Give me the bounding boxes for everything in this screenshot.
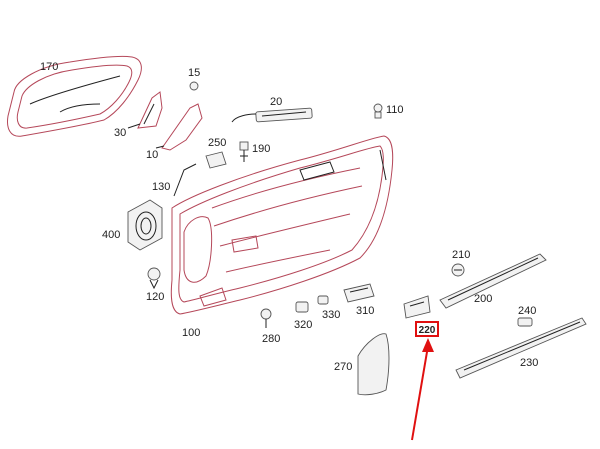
- part-20-label: 20: [270, 96, 282, 108]
- part-250-label: 250: [208, 137, 226, 149]
- part-310-switch[interactable]: [343, 283, 375, 303]
- part-280-label: 280: [262, 333, 280, 345]
- part-280-screw[interactable]: [260, 308, 272, 328]
- part-100-door-panel[interactable]: [170, 135, 394, 315]
- part-240-label: 240: [518, 305, 536, 317]
- highlight-arrow: [411, 338, 434, 441]
- part-120-clip[interactable]: [147, 267, 161, 290]
- part-220-label: 220: [419, 325, 436, 336]
- part-190-clip[interactable]: [239, 141, 249, 162]
- highlight-box-220[interactable]: 220: [415, 321, 439, 337]
- part-200-label: 200: [474, 293, 492, 305]
- part-200-trim-strip[interactable]: [439, 253, 547, 309]
- part-320-connector[interactable]: [295, 301, 309, 313]
- part-130-label: 130: [152, 181, 170, 193]
- part-400-label: 400: [102, 229, 120, 241]
- part-30-label: 30: [114, 127, 126, 139]
- part-230-lower-strip[interactable]: [455, 317, 587, 379]
- part-400-speaker[interactable]: [127, 199, 163, 251]
- part-10-trim-panel[interactable]: [155, 103, 203, 151]
- part-330-label: 330: [322, 309, 340, 321]
- part-210-label: 210: [452, 249, 470, 261]
- part-130-rod[interactable]: [173, 163, 197, 197]
- part-320-label: 320: [294, 319, 312, 331]
- part-170-label: 170: [40, 61, 58, 73]
- part-230-label: 230: [520, 357, 538, 369]
- part-10-label: 10: [146, 149, 158, 161]
- part-270-cover[interactable]: [357, 333, 390, 396]
- part-170-seal[interactable]: [7, 55, 142, 137]
- part-210-cap[interactable]: [451, 263, 465, 277]
- part-240-clip[interactable]: [517, 317, 533, 327]
- part-30-mirror-cover[interactable]: [127, 91, 163, 129]
- part-220-switch[interactable]: [403, 295, 431, 319]
- part-15-clip[interactable]: [189, 81, 199, 91]
- part-310-label: 310: [356, 305, 374, 317]
- part-190-label: 190: [252, 143, 270, 155]
- part-110-plug[interactable]: [373, 103, 383, 119]
- part-20-emblem[interactable]: [231, 107, 313, 123]
- part-270-label: 270: [334, 361, 352, 373]
- part-15-label: 15: [188, 67, 200, 79]
- part-110-label: 110: [386, 104, 404, 116]
- part-120-label: 120: [146, 291, 164, 303]
- part-250-pad[interactable]: [205, 151, 227, 169]
- part-100-label: 100: [182, 327, 200, 339]
- part-330-lamp[interactable]: [317, 295, 329, 305]
